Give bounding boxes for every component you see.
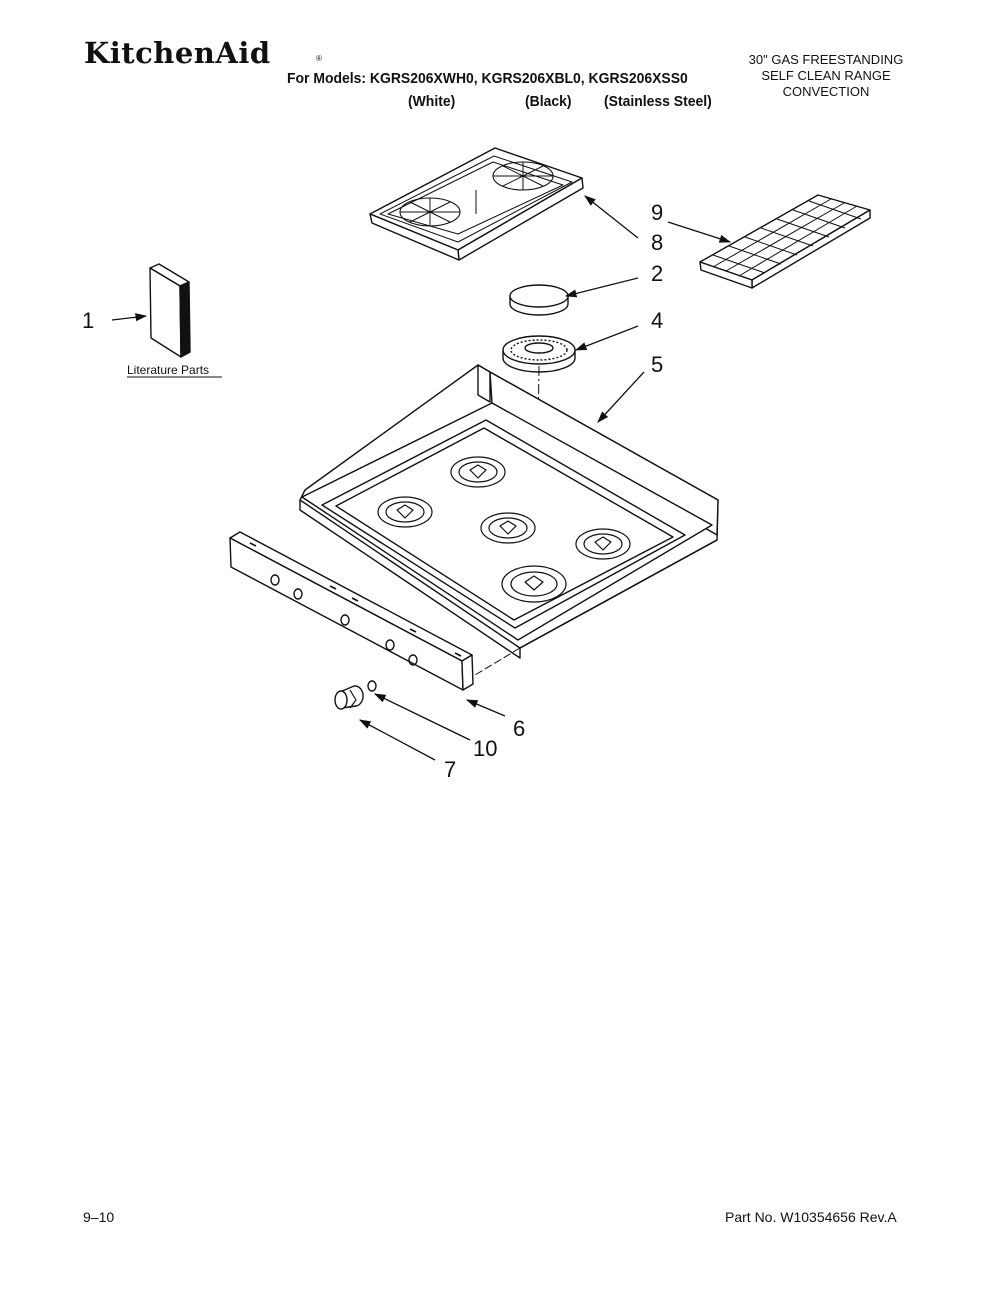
control-knob xyxy=(334,685,364,710)
product-title-line2: SELF CLEAN RANGE xyxy=(761,68,891,83)
callout-9: 9 xyxy=(651,200,663,225)
product-title-line3: CONVECTION xyxy=(782,84,870,99)
callout-10: 10 xyxy=(473,736,497,761)
literature-booklet xyxy=(149,263,191,358)
models-line: For Models: KGRS206XWH0, KGRS206XBL0, KG… xyxy=(287,70,688,87)
callout-4: 4 xyxy=(651,308,663,333)
grill-grate-insert xyxy=(699,194,871,289)
leader-arrows xyxy=(111,195,732,761)
part-number: Part No. W10354656 Rev.A xyxy=(725,1209,897,1225)
knob-ring xyxy=(367,680,377,692)
main-cooktop xyxy=(299,364,719,659)
callout-7: 7 xyxy=(444,757,456,782)
registered-mark: ® xyxy=(316,54,322,63)
callout-2: 2 xyxy=(651,261,663,286)
callout-6: 6 xyxy=(513,716,525,741)
variant-stainless: (Stainless Steel) xyxy=(604,93,712,110)
burner-grate xyxy=(369,147,584,261)
literature-parts-caption: Literature Parts xyxy=(127,363,209,377)
callout-1: 1 xyxy=(82,308,94,333)
variant-black: (Black) xyxy=(525,93,572,110)
burner-cap xyxy=(509,284,569,316)
product-title-line1: 30" GAS FREESTANDING xyxy=(748,52,904,67)
variant-white: (White) xyxy=(408,93,456,110)
burner-head xyxy=(502,335,576,373)
callout-5: 5 xyxy=(651,352,663,377)
page-reference: 9–10 xyxy=(83,1209,115,1225)
callout-8: 8 xyxy=(651,230,663,255)
brand-logo: KitchenAid xyxy=(84,36,271,70)
control-panel xyxy=(229,531,474,691)
